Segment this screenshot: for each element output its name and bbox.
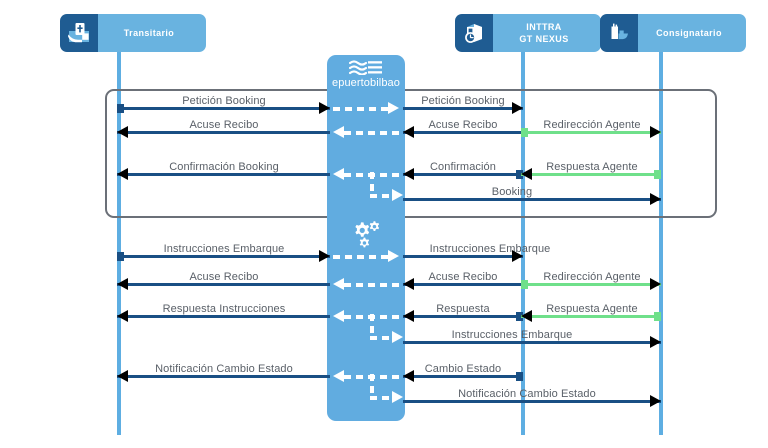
message-dash-branch-3	[370, 374, 374, 398]
message-arrow-m17	[521, 309, 661, 323]
message-arrow-m13	[403, 277, 523, 291]
message-dash-m15	[333, 310, 399, 323]
message-arrow-m21	[403, 394, 661, 408]
message-dash-m21	[370, 391, 403, 404]
message-label-m5: Redirección Agente	[543, 119, 641, 131]
message-arrow-m2	[403, 101, 523, 115]
message-dash-m18	[370, 331, 403, 344]
message-label-m19: Notificación Cambio Estado	[155, 363, 293, 375]
hand-ship-icon	[600, 14, 638, 52]
message-arrow-m16	[403, 309, 523, 323]
message-label-m13: Acuse Recibo	[428, 271, 498, 283]
message-arrow-m1	[117, 101, 330, 115]
message-label-m12: Acuse Recibo	[189, 271, 259, 283]
message-label-m10: Instrucciones Embarque	[163, 243, 285, 255]
message-arrow-m14	[521, 277, 661, 291]
message-label-m8: Respuesta Agente	[546, 161, 638, 173]
actor-transitario-plate: Transitario	[88, 14, 206, 52]
message-arrow-m10	[117, 249, 330, 263]
message-label-m7: Confirmación	[429, 161, 497, 173]
message-label-m18: Instrucciones Embarque	[451, 329, 573, 341]
message-label-m3: Acuse Recibo	[189, 119, 259, 131]
message-dash-branch-1	[370, 172, 374, 196]
message-arrow-m18	[403, 335, 661, 349]
message-dash-m10	[333, 250, 399, 263]
actor-consignatario-plate: Consignatario	[628, 14, 746, 52]
message-arrow-m6	[117, 167, 330, 181]
message-arrow-m9	[403, 192, 661, 206]
actor-inttra-plate: INTTRA GT NEXUS	[483, 14, 601, 52]
message-label-m16: Respuesta	[436, 303, 490, 315]
message-arrow-m12	[117, 277, 330, 291]
lifeline-inttra	[521, 45, 525, 435]
message-arrow-m8	[521, 167, 661, 181]
message-dash-m9	[370, 189, 403, 202]
message-dash-m19	[333, 370, 399, 383]
message-dash-m1	[333, 102, 399, 115]
lifeline-transitario	[117, 45, 121, 435]
epuertobilbao-label: epuertobilbao	[332, 77, 400, 89]
message-dash-m12	[333, 278, 399, 291]
message-label-m21: Notificación Cambio Estado	[458, 388, 596, 400]
message-dash-m6	[333, 168, 399, 181]
group-box-booking	[105, 89, 717, 218]
actor-consignatario[interactable]: Consignatario	[600, 14, 746, 52]
lifeline-epuertobilbao-band	[327, 55, 405, 421]
message-dash-m3	[333, 126, 399, 139]
message-arrow-m19	[117, 369, 330, 383]
message-arrow-m3	[117, 125, 330, 139]
gears-icon	[327, 218, 405, 252]
message-label-m17: Respuesta Agente	[546, 303, 638, 315]
message-arrow-m20	[403, 369, 523, 383]
message-arrow-m15	[117, 309, 330, 323]
actor-inttra[interactable]: INTTRA GT NEXUS	[455, 14, 601, 52]
actor-consignatario-label: Consignatario	[656, 28, 722, 38]
lifeline-consignatario	[659, 45, 663, 435]
epuertobilbao-logo: epuertobilbao	[327, 58, 405, 90]
message-arrow-m7	[403, 167, 523, 181]
container-scan-icon	[455, 14, 493, 52]
message-label-m4: Acuse Recibo	[428, 119, 498, 131]
waves-logo-icon	[349, 60, 382, 75]
actor-transitario[interactable]: Transitario	[60, 14, 206, 52]
message-arrow-m11	[403, 249, 523, 263]
actor-transitario-label: Transitario	[123, 28, 175, 38]
message-label-m2: Petición Booking	[421, 95, 505, 107]
message-label-m14: Redirección Agente	[543, 271, 641, 283]
message-arrow-m5	[521, 125, 661, 139]
message-label-m20: Cambio Estado	[424, 363, 502, 375]
message-label-m6: Confirmación Booking	[169, 161, 279, 173]
message-arrow-m4	[403, 125, 523, 139]
actor-inttra-label-line2: GT NEXUS	[519, 34, 569, 44]
actor-inttra-label-line1: INTTRA	[526, 22, 562, 32]
message-label-m1: Petición Booking	[182, 95, 266, 107]
message-label-m9: Booking	[491, 186, 533, 198]
message-label-m15: Respuesta Instrucciones	[162, 303, 286, 315]
hand-document-icon	[60, 14, 98, 52]
message-dash-branch-2	[370, 314, 374, 338]
